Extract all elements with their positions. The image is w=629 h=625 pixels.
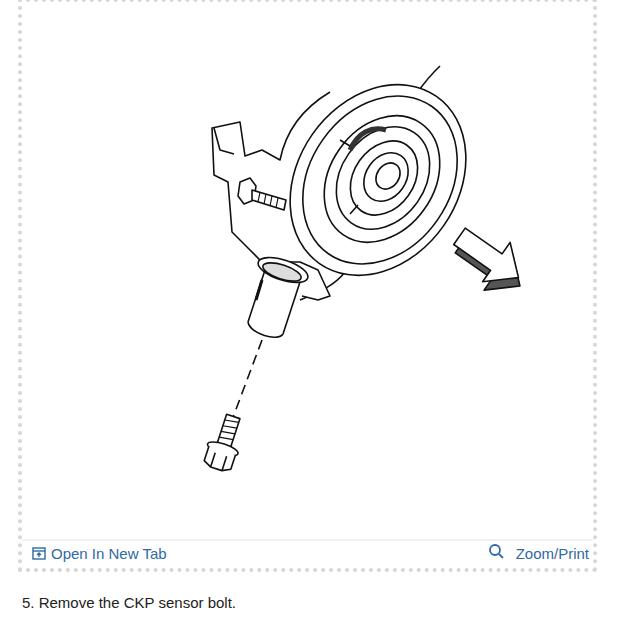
open-tab-icon xyxy=(33,548,45,559)
zoom-icon xyxy=(490,545,503,558)
direction-arrow xyxy=(442,217,537,306)
link-label: Zoom/Print xyxy=(516,545,589,563)
step-caption: 5. Remove the CKP sensor bolt. xyxy=(22,594,236,612)
engine-cover xyxy=(201,51,502,474)
link-label: Open In New Tab xyxy=(51,545,167,563)
divider xyxy=(22,540,593,541)
